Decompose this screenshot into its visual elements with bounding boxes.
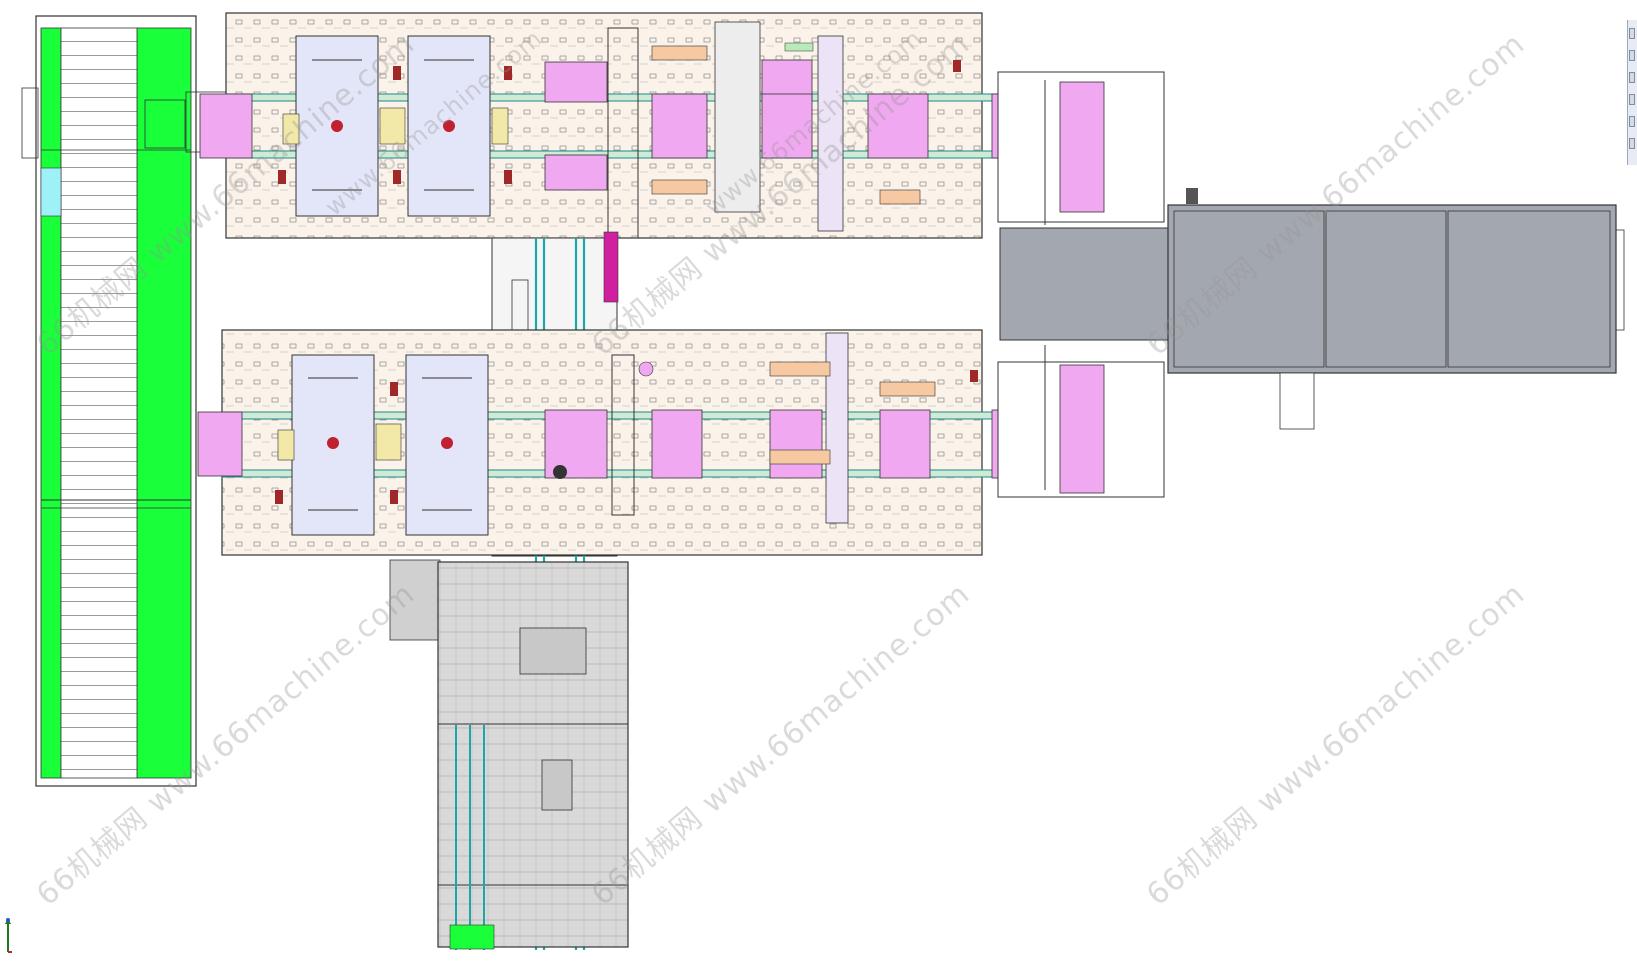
toolbar-button[interactable] — [1629, 94, 1635, 105]
bottom-gray-module — [389, 559, 629, 950]
toolbar-button[interactable] — [1629, 50, 1635, 61]
oven-tunnel — [999, 188, 1625, 430]
lower-station — [197, 329, 1038, 556]
right-transfer-stations — [997, 71, 1165, 498]
toolbar-button[interactable] — [1629, 28, 1635, 39]
toolbar-button[interactable] — [1629, 116, 1635, 127]
left-conveyor — [21, 15, 227, 787]
toolbar-button[interactable] — [1629, 72, 1635, 83]
axis-triad-icon — [5, 918, 12, 953]
upper-station — [199, 12, 1048, 239]
toolbar-button[interactable] — [1629, 138, 1635, 149]
view-toolbar-icon[interactable] — [1627, 20, 1637, 165]
